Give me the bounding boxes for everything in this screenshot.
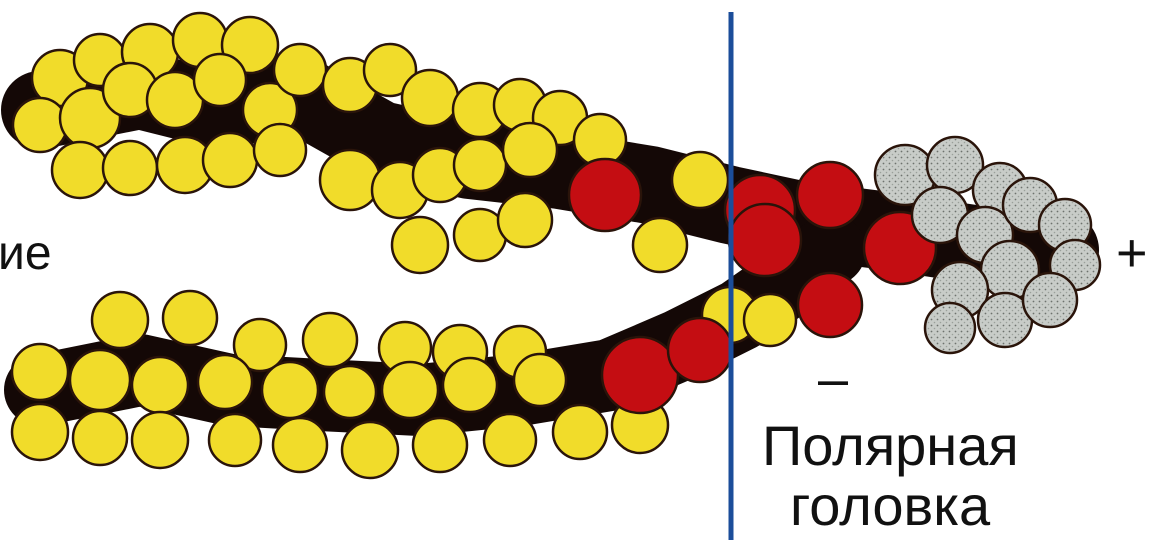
carbon-hydrogen-sphere [198,355,252,409]
carbon-hydrogen-sphere [92,292,148,348]
oxygen-sphere [798,273,862,337]
carbon-hydrogen-sphere [413,418,467,472]
carbon-hydrogen-sphere [382,362,438,418]
carbon-hydrogen-sphere [132,412,188,468]
carbon-hydrogen-sphere [163,291,217,345]
carbon-hydrogen-sphere [744,294,796,346]
negative-charge-sign: – [818,352,848,406]
carbon-hydrogen-sphere [672,152,728,208]
polar-head-label-line1: Полярная [762,418,1019,474]
oxygen-sphere [569,159,641,231]
carbon-hydrogen-sphere [514,354,566,406]
carbon-hydrogen-sphere [402,70,458,126]
carbon-hydrogen-sphere [320,150,380,210]
carbon-hydrogen-sphere [262,362,318,418]
carbon-hydrogen-sphere [209,414,261,466]
oxygen-sphere [602,337,678,413]
carbon-hydrogen-sphere [103,141,157,195]
cut-off-label: ие [0,230,52,278]
polar-head-label-line2: головка [790,478,990,534]
carbon-hydrogen-sphere [484,414,536,466]
carbon-hydrogen-sphere [392,217,448,273]
carbon-hydrogen-sphere [203,133,257,187]
carbon-hydrogen-sphere [342,422,398,478]
carbon-hydrogen-sphere [324,366,376,418]
carbon-hydrogen-sphere [303,313,357,367]
carbon-hydrogen-sphere [73,411,127,465]
carbon-hydrogen-sphere [443,358,497,412]
carbon-hydrogen-sphere [553,405,607,459]
carbon-hydrogen-sphere [12,344,68,400]
carbon-hydrogen-sphere [13,98,67,152]
carbon-hydrogen-sphere [454,139,506,191]
choline-sphere-texture [927,305,973,351]
carbon-hydrogen-sphere [633,218,687,272]
carbon-hydrogen-sphere [12,404,68,460]
carbon-hydrogen-sphere [274,44,326,96]
carbon-hydrogen-sphere [52,142,108,198]
carbon-hydrogen-sphere [503,123,557,177]
oxygen-sphere [668,318,732,382]
carbon-hydrogen-sphere [132,357,188,413]
choline-sphere-texture [1025,275,1075,325]
carbon-hydrogen-sphere [498,193,552,247]
carbon-hydrogen-sphere [254,124,306,176]
oxygen-sphere [729,204,801,276]
carbon-hydrogen-sphere [194,54,246,106]
oxygen-sphere [797,162,863,228]
carbon-hydrogen-sphere [273,418,327,472]
positive-charge-sign: + [1116,226,1148,280]
carbon-hydrogen-sphere [70,350,130,410]
